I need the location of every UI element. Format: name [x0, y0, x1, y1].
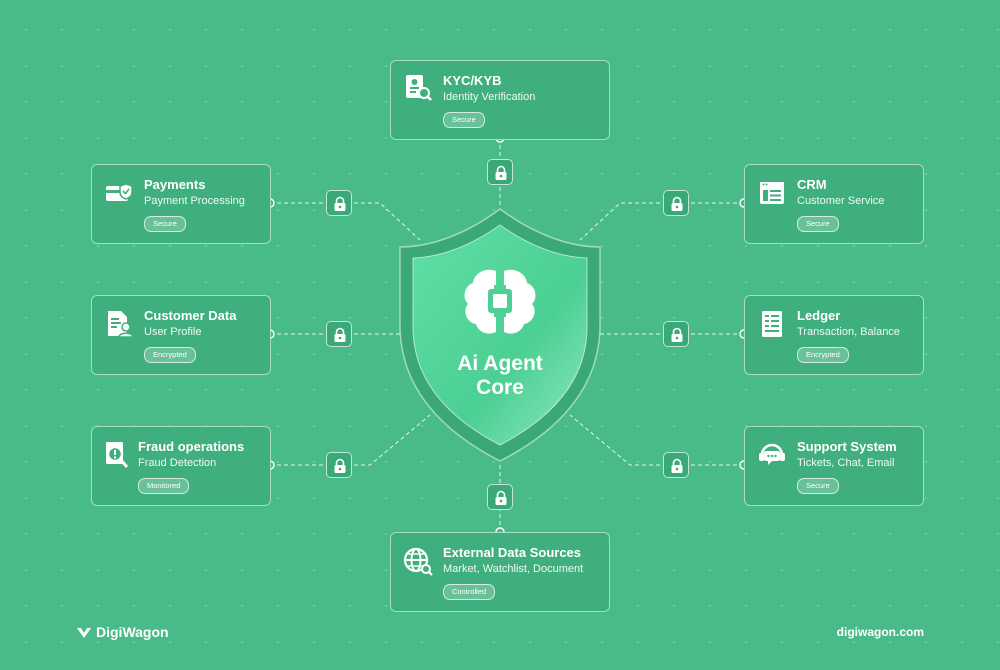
- card-title: KYC/KYB: [443, 73, 502, 88]
- card-title: CRM: [797, 177, 827, 192]
- card-subtitle: User Profile: [144, 326, 202, 338]
- card-payments[interactable]: Payments Payment Processing Secure: [91, 164, 271, 244]
- card-subtitle: Customer Service: [797, 195, 885, 207]
- support-chat-icon: [759, 443, 785, 465]
- card-subtitle: Identity Verification: [443, 91, 536, 103]
- card-external-data-sources[interactable]: External Data Sources Market, Watchlist,…: [390, 532, 610, 612]
- status-badge: Secure: [797, 216, 839, 232]
- core-title-line2: Core: [476, 376, 524, 399]
- status-badge: Encrypted: [144, 347, 196, 363]
- card-fraud-operations[interactable]: Fraud operations Fraud Detection Monitor…: [91, 426, 271, 506]
- ledger-icon: [762, 311, 782, 337]
- card-ledger[interactable]: Ledger Transaction, Balance Encrypted: [744, 295, 924, 375]
- card-subtitle: Tickets, Chat, Email: [797, 457, 895, 469]
- card-title: Payments: [144, 177, 206, 192]
- lock-icon: [663, 452, 689, 478]
- card-subtitle: Transaction, Balance: [797, 326, 900, 338]
- status-badge: Controlled: [443, 584, 496, 600]
- card-kyc[interactable]: KYC/KYB Identity Verification Secure: [390, 60, 610, 140]
- id-search-icon: [406, 75, 432, 101]
- card-customer-data[interactable]: Customer Data User Profile Encrypted: [91, 295, 271, 375]
- card-support-system[interactable]: Support System Tickets, Chat, Email Secu…: [744, 426, 924, 506]
- card-title: Fraud operations: [138, 439, 245, 454]
- status-badge: Secure: [144, 216, 186, 232]
- lock-icon: [487, 159, 513, 185]
- core-title-line1: Ai Agent: [457, 352, 543, 375]
- card-subtitle: Market, Watchlist, Document: [443, 563, 584, 575]
- card-crm[interactable]: CRM Customer Service Secure: [744, 164, 924, 244]
- fraud-search-icon: [106, 442, 129, 468]
- status-badge: Secure: [443, 112, 485, 128]
- status-badge: Secure: [797, 478, 839, 494]
- shield-icon: [399, 208, 601, 462]
- lock-icon: [663, 190, 689, 216]
- card-subtitle: Fraud Detection: [138, 457, 217, 469]
- user-document-icon: [108, 311, 134, 338]
- card-title: Support System: [797, 439, 897, 454]
- status-badge: Encrypted: [797, 347, 849, 363]
- card-shield-icon: [106, 183, 133, 201]
- card-title: Ledger: [797, 308, 841, 323]
- card-title: External Data Sources: [443, 545, 582, 560]
- lock-icon: [326, 321, 352, 347]
- brand-name: DigiWagon: [96, 624, 169, 640]
- lock-icon: [326, 452, 352, 478]
- card-title: Customer Data: [144, 308, 237, 323]
- lock-icon: [663, 321, 689, 347]
- status-badge: Monitored: [138, 478, 190, 494]
- website-link[interactable]: digiwagon.com: [836, 625, 924, 639]
- globe-icon: [403, 547, 433, 576]
- crm-window-icon: [760, 182, 784, 204]
- brand-logo-icon: [77, 628, 91, 638]
- card-subtitle: Payment Processing: [144, 195, 245, 207]
- lock-icon: [487, 484, 513, 510]
- lock-icon: [326, 190, 352, 216]
